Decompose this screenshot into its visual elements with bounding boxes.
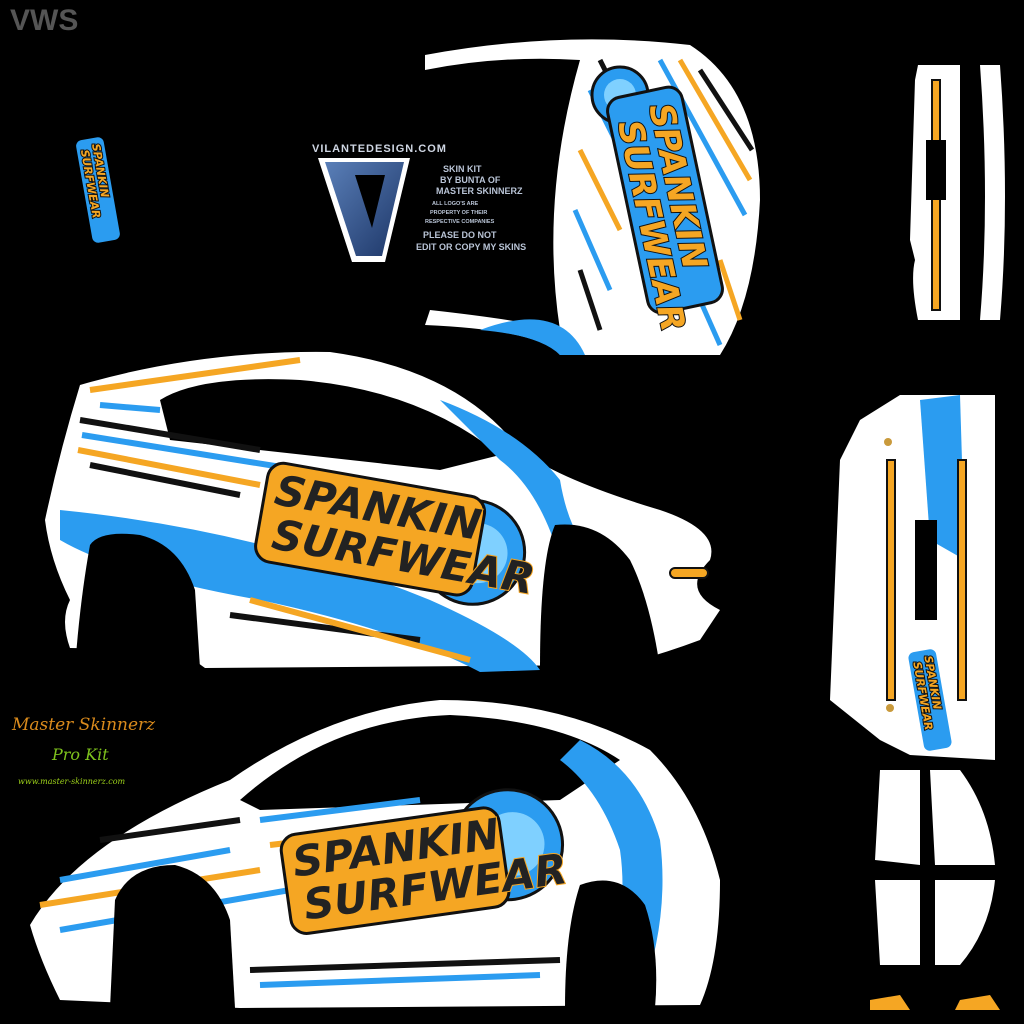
credits-small3: RESPECTIVE COMPANIES	[425, 219, 495, 225]
credits-line1: SKIN KIT	[443, 164, 482, 174]
logo-text: VILANTEDESIGN.COM	[312, 143, 447, 155]
vilante-design-logo: VILANTEDESIGN.COM	[312, 143, 447, 262]
car-side-lower: SPANKIN SURFWEAR	[30, 700, 720, 1008]
watermark: VWS	[10, 4, 78, 37]
kit-url: www.master-skinnerz.com	[18, 777, 126, 786]
master-skinnerz-signature: Master Skinnerz Pro Kit www.master-skinn…	[11, 715, 156, 786]
credits-line2: BY BUNTA OF	[440, 175, 501, 185]
roof-panel: SPANKIN SURFWEAR	[425, 39, 760, 355]
kit-subtitle: Pro Kit	[51, 745, 109, 764]
car-side-upper: SPANKIN SURFWEAR	[45, 351, 720, 672]
credits-small2: PROPERTY OF THEIR	[430, 210, 487, 216]
credits-text: SKIN KIT BY BUNTA OF MASTER SKINNERZ ALL…	[416, 164, 526, 252]
credits-warn1: PLEASE DO NOT	[423, 230, 497, 240]
credits-small1: ALL LOGO'S ARE	[432, 201, 479, 207]
bumper-parts: SPANKIN SURFWEAR	[830, 65, 1005, 1010]
kit-title: Master Skinnerz	[11, 715, 156, 735]
credits-warn2: EDIT OR COPY MY SKINS	[416, 242, 526, 252]
credits-line3: MASTER SKINNERZ	[436, 186, 523, 196]
small-sponsor-badge: SPANKIN SURFWEAR	[76, 137, 120, 243]
